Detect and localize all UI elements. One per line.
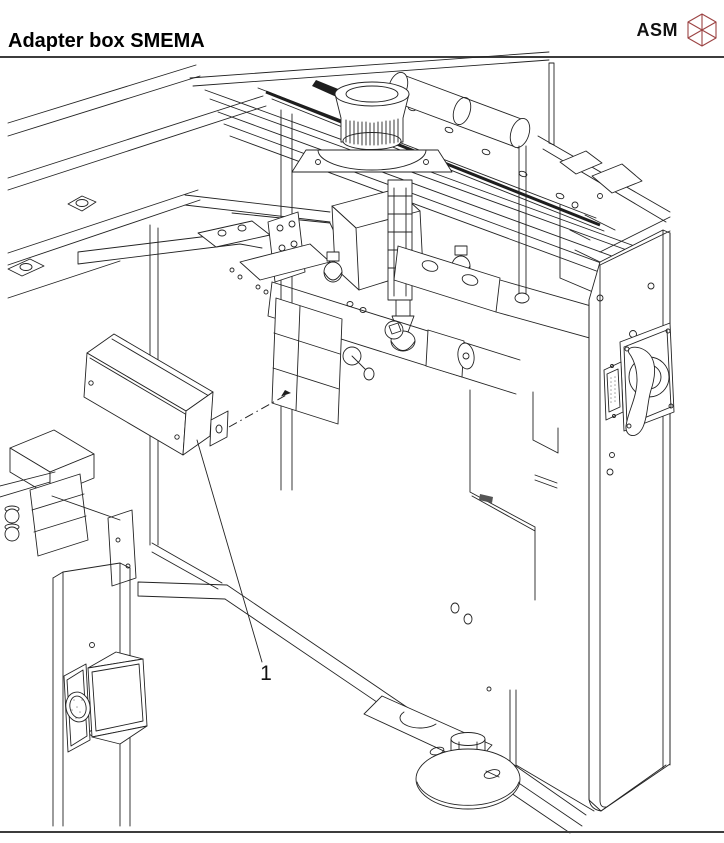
arrowhead [281,390,291,397]
gantry-end-bracket [537,135,671,313]
knurled-knob [291,81,453,173]
mounting-dash-line [228,390,291,428]
roller-cylinder [387,72,531,149]
callout-1-label: 1 [260,662,272,685]
round-connector [63,651,148,753]
lower-right-frame [509,689,595,816]
support-rod [514,145,530,304]
callout-leader [196,439,263,663]
footer-rule [0,831,724,833]
brand-logo: ASM [637,12,719,48]
brand-name: ASM [636,19,678,40]
left-leg-assembly [0,429,137,587]
clamp-assembly [184,188,424,295]
switch-handle [625,346,656,436]
tiny-label-sticker [479,494,493,503]
rotary-switch [619,322,675,436]
header-rule [0,56,724,58]
hex-cube-logo-icon [687,13,717,47]
right-column [588,216,671,812]
left-table-rails [7,64,267,299]
mounting-tab [209,410,229,447]
leveling-foot [363,695,521,810]
page-title: Adapter box SMEMA [8,30,205,52]
gantry-post [548,62,555,146]
frame-posts [149,109,293,546]
sheet-panel [450,389,559,692]
d-sub-connector [603,361,624,421]
adapter-box [83,333,229,456]
pneumatic-fitting-left [323,251,343,283]
